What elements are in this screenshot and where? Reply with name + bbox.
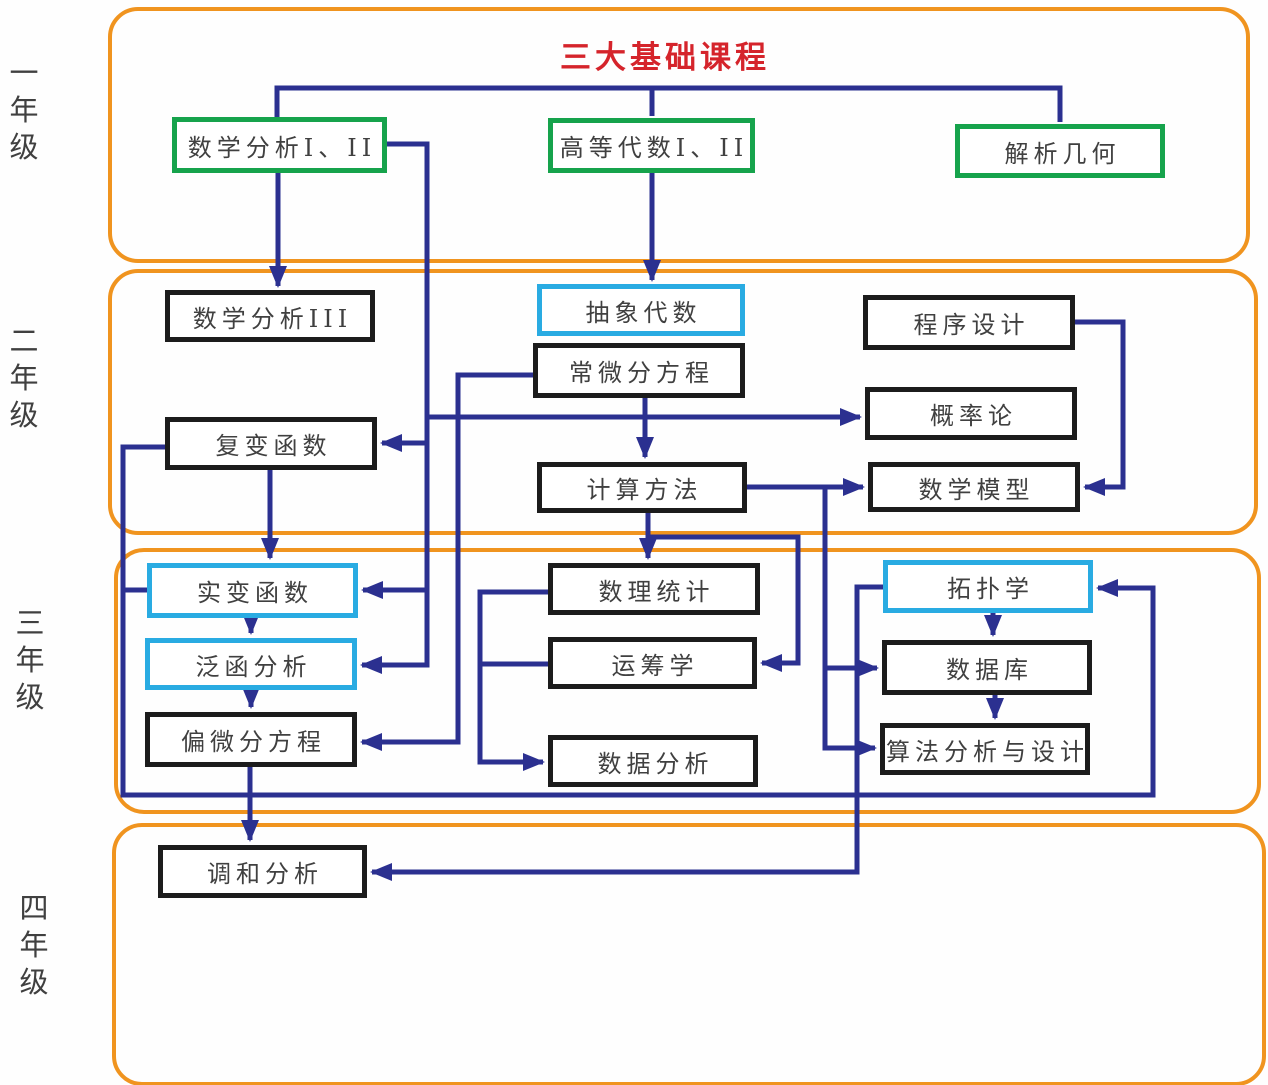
course-analytic-geometry: 解析几何	[955, 124, 1165, 178]
course-label-complex-analysis: 复变函数	[215, 432, 332, 460]
year-1-label: 一年级	[9, 56, 39, 164]
course-label-functional-analysis: 泛函分析	[195, 652, 312, 681]
course-label-pde: 偏微分方程	[181, 728, 326, 756]
course-data-analysis: 数据分析	[548, 735, 758, 787]
course-harmonic-analysis: 调和分析	[158, 845, 367, 898]
course-label-programming: 程序设计	[913, 311, 1030, 339]
course-label-real-analysis: 实变函数	[197, 579, 313, 607]
course-probability: 概率论	[865, 387, 1077, 440]
course-functional-analysis: 泛函分析	[145, 638, 357, 690]
year-3-label: 三年级	[15, 606, 45, 714]
course-database: 数据库	[882, 640, 1092, 695]
course-label-math-statistics: 数理统计	[598, 577, 715, 606]
course-label-abstract-algebra: 抽象代数	[585, 298, 702, 327]
course-real-analysis: 实变函数	[147, 563, 358, 618]
course-math-analysis-3: 数学分析III	[165, 290, 375, 342]
course-label-math-analysis-1-2: 数学分析I、II	[187, 133, 377, 162]
course-math-modeling: 数学模型	[868, 462, 1080, 512]
year-2-label: 二年级	[9, 324, 39, 432]
course-operations-research: 运筹学	[548, 637, 757, 689]
course-label-advanced-algebra-1-2: 高等代数I、II	[559, 134, 749, 162]
course-advanced-algebra-1-2: 高等代数I、II	[548, 118, 755, 173]
course-programming: 程序设计	[863, 295, 1075, 350]
course-label-math-modeling: 数学模型	[918, 475, 1035, 504]
course-ode: 常微分方程	[533, 343, 745, 398]
course-label-numerical-methods: 计算方法	[586, 476, 703, 504]
course-pde: 偏微分方程	[145, 712, 357, 767]
course-label-math-analysis-3: 数学分析III	[192, 304, 353, 333]
course-algorithm-design: 算法分析与设计	[880, 723, 1090, 775]
course-complex-analysis: 复变函数	[165, 417, 377, 470]
year-4-label: 四年级	[19, 891, 49, 999]
course-math-analysis-1-2: 数学分析I、II	[172, 117, 387, 173]
course-topology: 拓扑学	[883, 560, 1093, 613]
course-label-data-analysis: 数据分析	[597, 749, 714, 778]
course-label-operations-research: 运筹学	[611, 651, 699, 680]
diagram-title: 三大基础课程	[560, 40, 770, 76]
course-math-statistics: 数理统计	[548, 563, 760, 615]
course-numerical-methods: 计算方法	[537, 462, 747, 513]
course-label-probability: 概率论	[930, 402, 1017, 430]
course-label-topology: 拓扑学	[947, 575, 1034, 603]
course-label-ode: 常微分方程	[569, 359, 714, 387]
course-label-algorithm-design: 算法分析与设计	[886, 737, 1089, 766]
course-label-database: 数据库	[946, 656, 1033, 684]
course-label-harmonic-analysis: 调和分析	[207, 860, 323, 888]
course-label-analytic-geometry: 解析几何	[1004, 139, 1121, 168]
grade-1-frame	[108, 7, 1250, 263]
course-abstract-algebra: 抽象代数	[537, 284, 745, 336]
